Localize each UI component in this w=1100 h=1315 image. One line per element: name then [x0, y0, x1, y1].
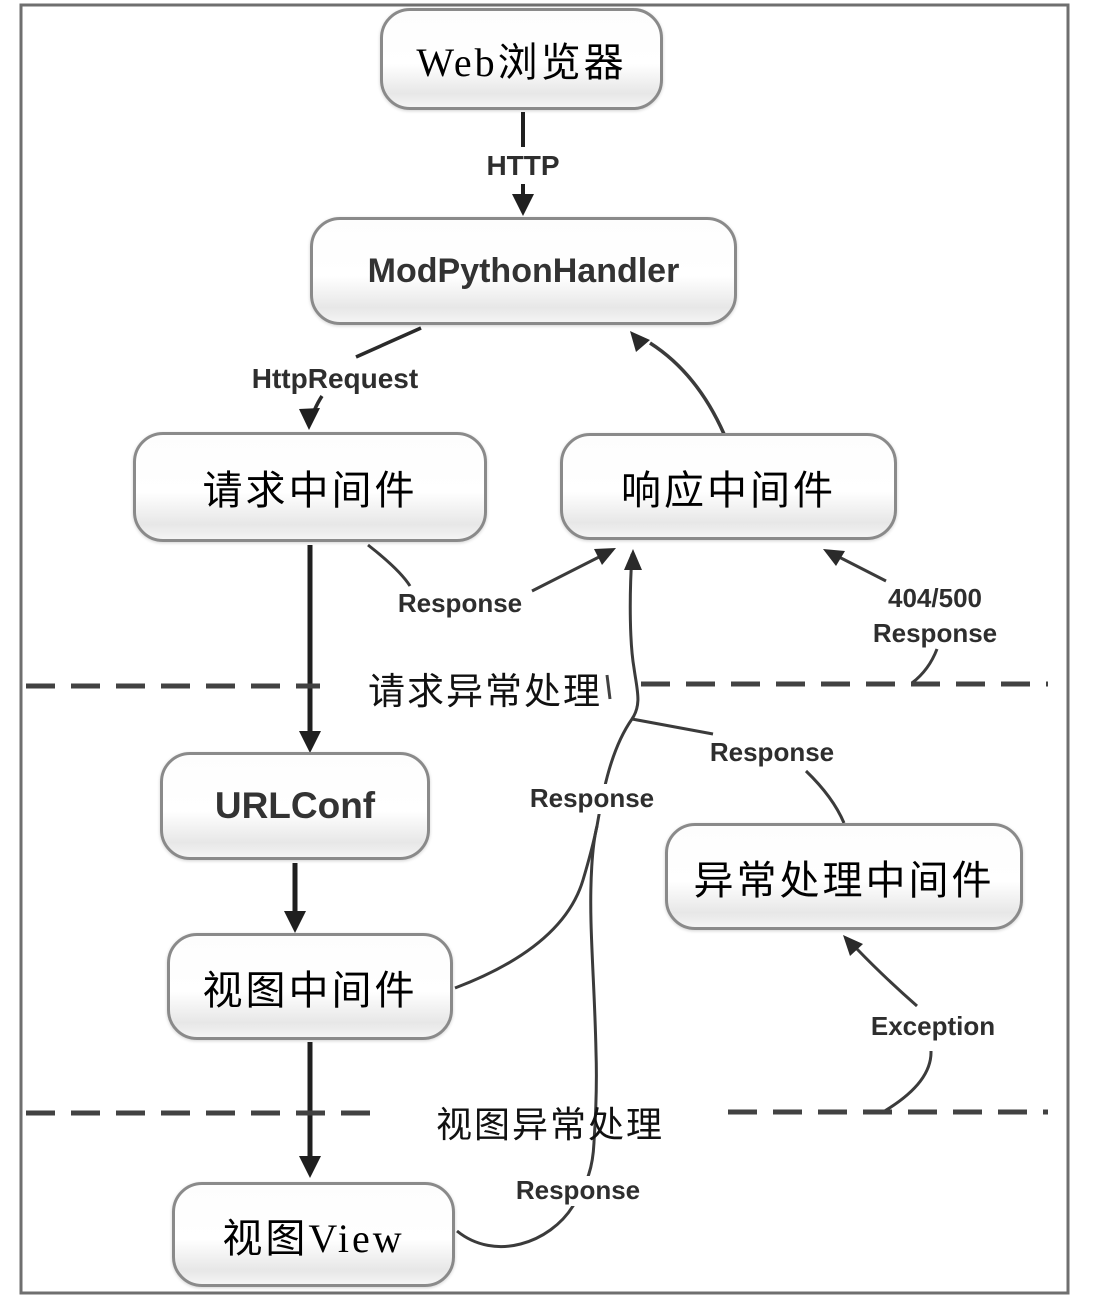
node-request-middleware: 请求中间件 — [133, 432, 487, 542]
arrowhead-modpython-return — [630, 331, 650, 352]
edge-exception-leader — [882, 1050, 933, 1114]
arrowhead-urlconf — [299, 731, 321, 753]
node-view: 视图View — [172, 1182, 455, 1287]
boundary-label-request-exception: 请求异常处理 — [368, 672, 602, 713]
edge-requestmw-response-curve — [367, 543, 412, 587]
edge-viewmw-response-branch — [454, 825, 599, 990]
node-mod-python-handler: ModPythonHandler — [310, 217, 737, 325]
edge-label-http: HTTP — [486, 150, 560, 181]
node-web-browser: Web浏览器 — [380, 8, 663, 110]
arrowhead-viewmw — [284, 911, 306, 933]
edge-label-response-excmw: Response — [709, 737, 835, 767]
edge-requestmw-response-arrow — [531, 554, 602, 593]
arrowhead-httprequest — [299, 408, 320, 430]
node-exception-middleware: 异常处理中间件 — [665, 823, 1023, 930]
edge-label-exception: Exception — [858, 1011, 1008, 1042]
arrowhead-view — [299, 1156, 321, 1178]
arrowhead-http — [512, 194, 534, 216]
arrowhead-responsemw-left — [594, 548, 616, 565]
arrowhead-excmw — [843, 935, 863, 956]
diagram-frame — [19, 3, 1070, 1295]
edge-excmw-response-lower — [804, 769, 846, 824]
dashed-request-exception-tick — [605, 674, 612, 700]
node-view-middleware: 视图中间件 — [167, 933, 453, 1040]
edge-label-response-view: Response — [504, 1175, 652, 1206]
edge-label-response-trunk: Response — [512, 783, 672, 814]
edge-404-response-arrow — [838, 555, 887, 583]
edge-excmw-response-upper — [631, 717, 714, 736]
edge-exception-arrow — [855, 947, 918, 1008]
arrowhead-responsemw-trunk — [624, 549, 642, 570]
arrowhead-responsemw-right — [823, 549, 845, 566]
boundary-label-view-exception: 视图异常处理 — [435, 1105, 664, 1145]
edge-404-response-leader — [911, 648, 939, 685]
edge-label-404-500-line2: Response — [872, 618, 998, 648]
edge-modpython-to-requestmw-upper — [355, 326, 422, 359]
edge-label-404-500-response: 404/500 Response — [868, 581, 1002, 651]
node-urlconf: URLConf — [160, 752, 430, 860]
edge-label-httprequest: HttpRequest — [251, 363, 419, 394]
edge-label-response-requestmw: Response — [397, 588, 523, 618]
edge-label-404-500-line1: 404/500 — [888, 583, 982, 613]
edge-responsemw-to-modpython — [649, 341, 726, 435]
node-response-middleware: 响应中间件 — [560, 433, 897, 540]
